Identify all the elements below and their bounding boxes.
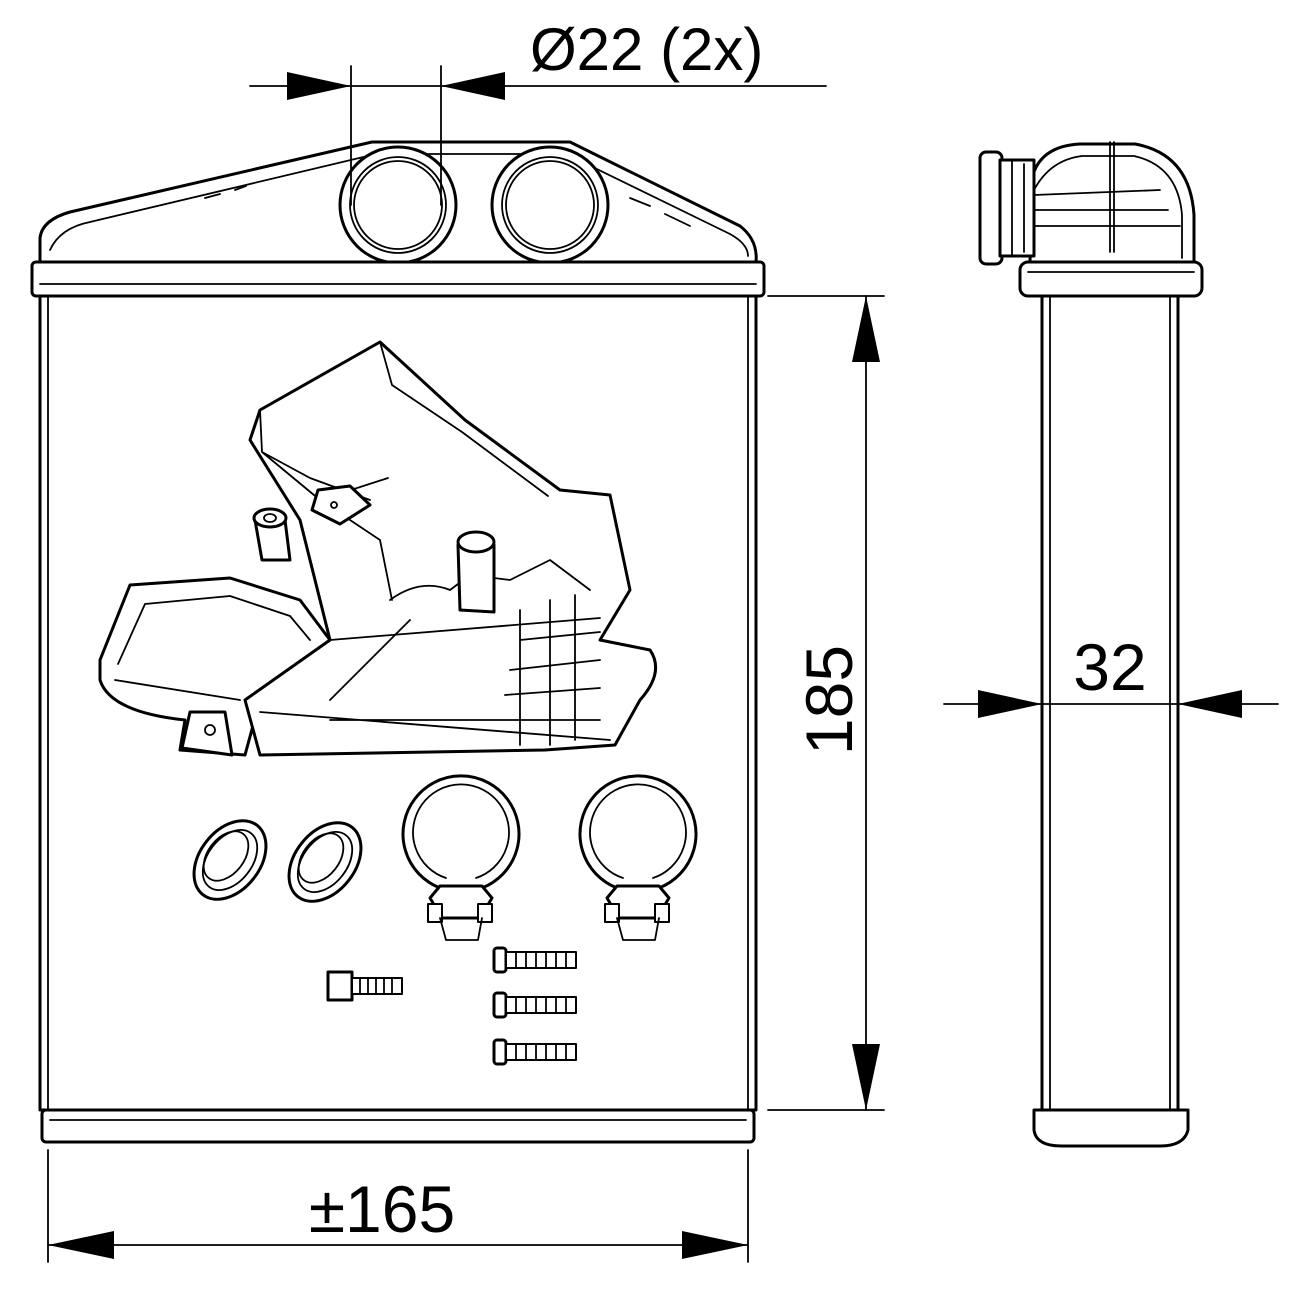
dimension-pipe-diameter: Ø22 (2x) bbox=[249, 16, 827, 206]
heater-core-front-view bbox=[30, 140, 766, 1144]
flat-head-screw-3 bbox=[492, 1038, 577, 1066]
o-ring-seal-2 bbox=[287, 821, 363, 903]
dimension-height: 185 bbox=[767, 295, 885, 1111]
pipe-outlet bbox=[490, 145, 610, 265]
pipe-inlet bbox=[338, 145, 458, 265]
hose-clamp-1 bbox=[401, 774, 521, 941]
dimension-depth: 32 bbox=[943, 630, 1279, 718]
housing-bracket-illustration bbox=[98, 340, 658, 757]
width-label: ±165 bbox=[309, 1172, 455, 1246]
heater-core-side-view bbox=[978, 141, 1204, 1148]
socket-head-screw bbox=[326, 970, 403, 1002]
depth-label: 32 bbox=[1073, 630, 1146, 704]
flat-head-screw-2 bbox=[492, 991, 577, 1019]
pipe-diameter-label: Ø22 (2x) bbox=[530, 16, 763, 83]
hose-clamp-2 bbox=[578, 774, 698, 941]
top-header-plate bbox=[30, 260, 766, 298]
dimension-width: ±165 bbox=[47, 1149, 749, 1263]
flat-head-screw-1 bbox=[492, 946, 577, 974]
bottom-header-plate bbox=[40, 1108, 756, 1144]
height-label: 185 bbox=[792, 645, 866, 755]
o-ring-seal-1 bbox=[192, 819, 268, 901]
